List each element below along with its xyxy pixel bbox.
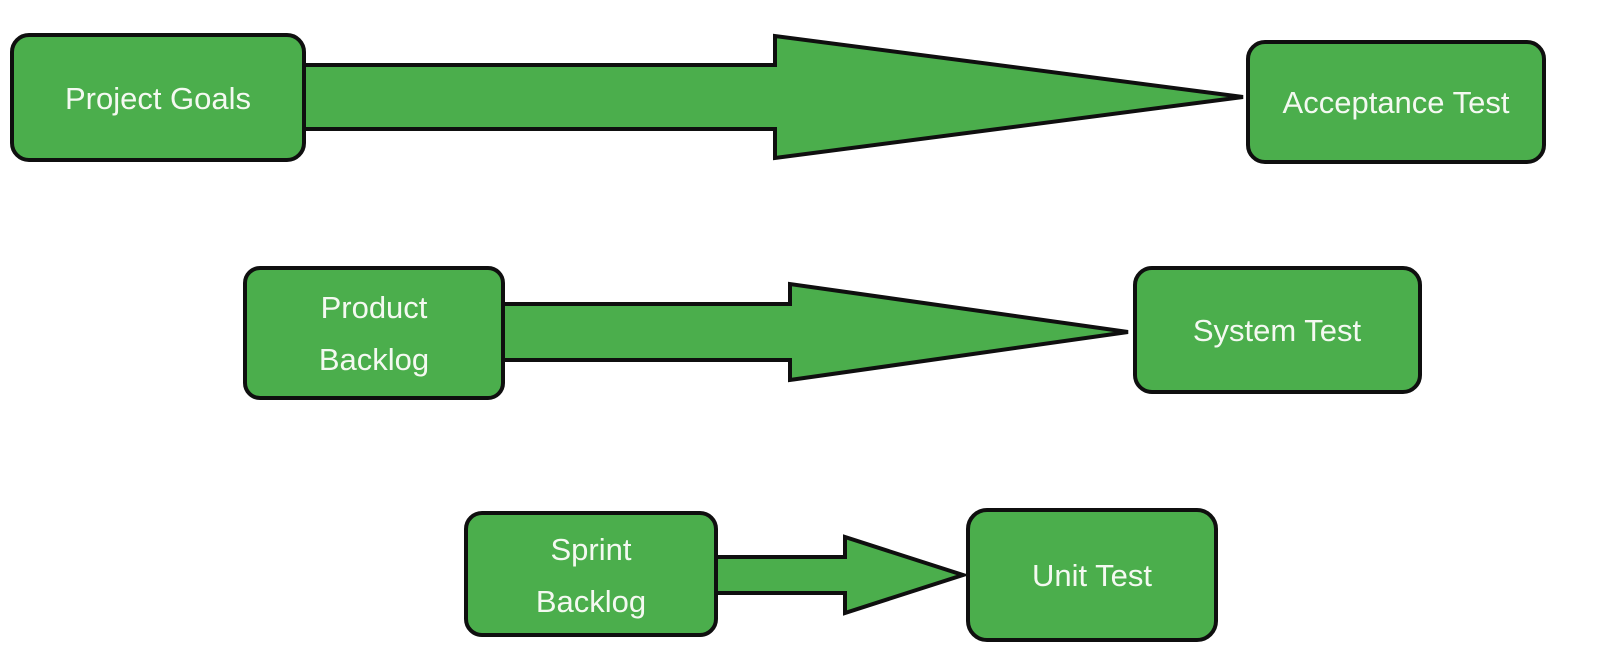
unit-test-box (966, 508, 1218, 642)
project-goals-label: Project Goals (65, 81, 251, 116)
row-product-backlog-to-system-test: Product Backlog System Test (243, 266, 1422, 400)
sprint-backlog-label-line1: Sprint (551, 532, 632, 567)
sprint-backlog-label-line2: Backlog (536, 584, 646, 619)
arrow-right-connector (298, 33, 1244, 161)
row-project-goals-to-acceptance-test: Project Goals Acceptance Test (10, 33, 1546, 164)
product-backlog-label-line1: Product (321, 290, 428, 325)
row-sprint-backlog-to-unit-test: Sprint Backlog Unit Test (464, 508, 1218, 642)
system-test-label: System Test (1193, 313, 1362, 348)
system-test-box (1133, 266, 1422, 394)
arrow-right-connector (711, 534, 970, 616)
acceptance-test-label: Acceptance Test (1283, 85, 1510, 120)
product-backlog-label-line2: Backlog (319, 342, 429, 377)
acceptance-test-box (1246, 40, 1546, 164)
product-backlog-box (243, 266, 505, 400)
arrow-right-connector (498, 281, 1129, 383)
sprint-backlog-box (464, 511, 718, 637)
unit-test-label: Unit Test (1032, 558, 1152, 593)
project-goals-box (10, 33, 306, 162)
